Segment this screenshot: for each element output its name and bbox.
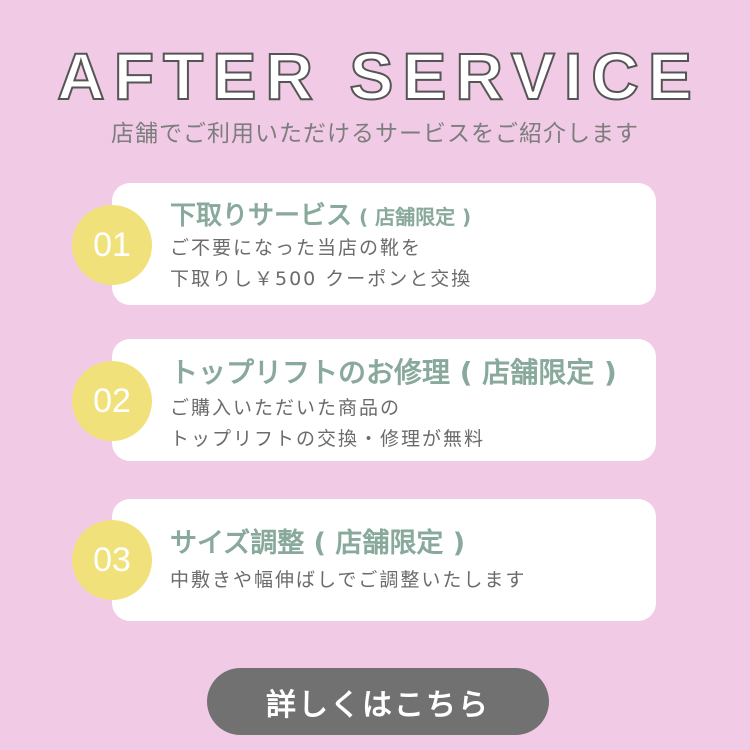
service-card-trade-in: 下取りサービス ( 店舗限定 ) ご不要になった当店の靴を 下取りし￥500 ク… xyxy=(112,183,656,305)
service-description: 中敷きや幅伸ばしでご調整いたします xyxy=(170,569,527,591)
service-number-badge: 02 xyxy=(72,361,152,441)
service-title-text: 下取りサービス xyxy=(170,201,353,231)
service-title-text: トップリフトのお修理 xyxy=(170,356,451,389)
service-title: 下取りサービス ( 店舗限定 ) xyxy=(170,195,471,232)
service-title: トップリフトのお修理 ( 店舗限定 ) xyxy=(170,351,617,391)
service-title: サイズ調整 ( 店舗限定 ) xyxy=(170,521,465,560)
service-number-badge: 03 xyxy=(72,520,152,600)
service-description: ご不要になった当店の靴を 下取りし￥500 クーポンと交換 xyxy=(170,237,473,290)
details-button[interactable]: 詳しくはこちら xyxy=(207,668,549,735)
service-note: ( 店舗限定 ) xyxy=(304,528,466,559)
service-note: ( 店舗限定 ) xyxy=(450,356,617,389)
service-description: ご購入いただいた商品の トップリフトの交換・修理が無料 xyxy=(170,397,486,450)
page-title: AFTER SERVICE xyxy=(56,38,701,114)
page-subtitle: 店舗でご利用いただけるサービスをご紹介します xyxy=(111,121,639,147)
service-card-toplift-repair: トップリフトのお修理 ( 店舗限定 ) ご購入いただいた商品の トップリフトの交… xyxy=(112,339,656,461)
service-title-text: サイズ調整 xyxy=(170,528,305,559)
service-note: ( 店舗限定 ) xyxy=(352,205,472,229)
service-number-badge: 01 xyxy=(72,205,152,285)
service-card-size-adjustment: サイズ調整 ( 店舗限定 ) 中敷きや幅伸ばしでご調整いたします xyxy=(112,499,656,621)
